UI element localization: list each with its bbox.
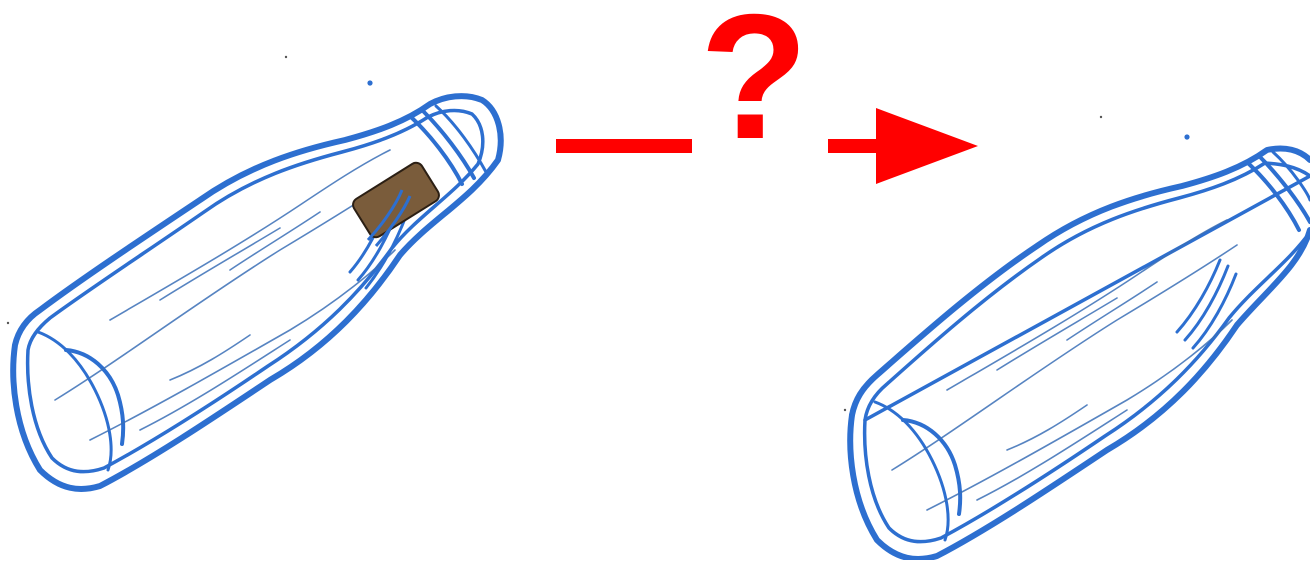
bottle-without-label-icon xyxy=(850,148,1310,559)
question-mark: ? xyxy=(692,0,816,172)
stray-dot xyxy=(367,80,372,85)
stray-dot xyxy=(285,56,287,58)
label-patch-icon xyxy=(350,160,441,246)
stray-dot xyxy=(7,322,9,324)
stray-dot xyxy=(844,409,846,411)
bottle-with-label-icon xyxy=(13,96,500,489)
stray-dot xyxy=(1100,116,1102,118)
stray-dot xyxy=(1184,134,1189,139)
